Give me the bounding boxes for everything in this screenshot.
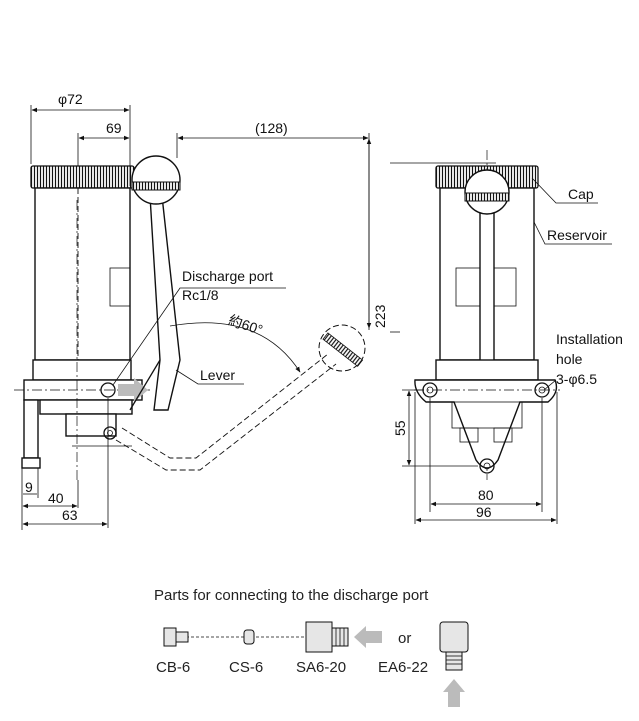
cs6-label: CS-6 — [229, 659, 263, 676]
discharge-port-label: Discharge port — [182, 268, 273, 284]
dim-223: 223 — [372, 304, 388, 328]
dim-9: 9 — [25, 479, 33, 495]
dim-55: 55 — [392, 420, 408, 436]
sa620-arrow-icon — [354, 626, 382, 648]
cb6-label: CB-6 — [156, 659, 190, 676]
lever-solid — [149, 195, 181, 411]
ea622-label: EA6-22 — [378, 659, 428, 676]
dim-63: 63 — [62, 507, 78, 523]
dim-phi72: φ72 — [58, 91, 83, 107]
sa620-icon — [305, 621, 382, 653]
discharge-thread-label: Rc1/8 — [182, 287, 219, 303]
flow-arrow-icon — [118, 378, 148, 402]
angle-label: 約60° — [226, 312, 264, 338]
parts-title: Parts for connecting to the discharge po… — [154, 587, 429, 604]
dim-40: 40 — [48, 490, 64, 506]
reservoir-body — [34, 187, 131, 361]
cs6-icon — [243, 629, 255, 645]
ea622-arrow-icon — [443, 679, 465, 707]
lever-knob — [131, 155, 181, 205]
cb6-icon — [163, 627, 189, 647]
discharge-port-icon — [100, 382, 116, 398]
installation-label-3: 3-φ6.5 — [556, 371, 597, 387]
dim-96: 96 — [476, 504, 492, 520]
dim-80: 80 — [478, 487, 494, 503]
installation-label-1: Installation — [556, 331, 623, 347]
dim-69: 69 — [106, 120, 122, 136]
dim-128: (128) — [255, 120, 288, 136]
lever-label: Lever — [200, 367, 235, 383]
parts-section: Parts for connecting to the discharge po… — [154, 587, 469, 707]
cap-knurled — [30, 165, 135, 189]
installation-label-2: hole — [556, 351, 583, 367]
ea622-icon — [439, 621, 469, 707]
reservoir-label: Reservoir — [547, 227, 607, 243]
side-view: 約60° Discharge port Rc1/8 Lever φ72 69 (… — [14, 91, 388, 530]
or-label: or — [398, 630, 411, 647]
sa620-label: SA6-20 — [296, 659, 346, 676]
front-view: Cap Reservoir Installation hole 3-φ6.5 5… — [390, 150, 623, 524]
cap-label: Cap — [568, 186, 594, 202]
